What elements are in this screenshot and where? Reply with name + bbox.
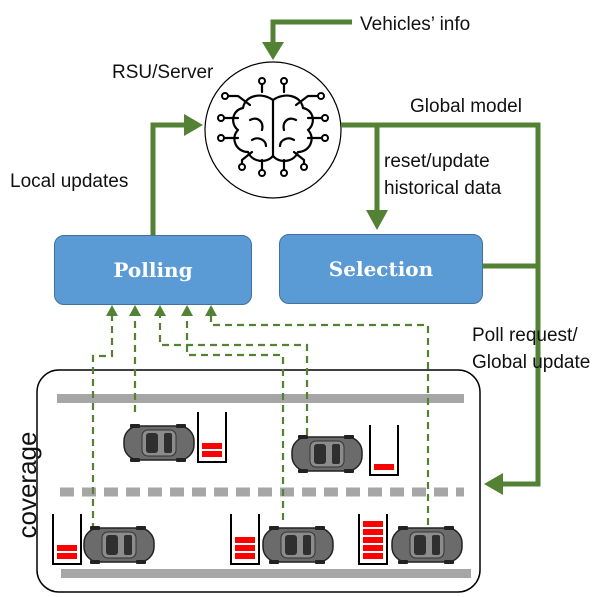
battery-frame	[230, 514, 260, 565]
arrowhead-reset-update	[366, 210, 388, 230]
selection-box: Selection	[279, 234, 483, 304]
road-bottom	[61, 569, 471, 578]
poll-request-line1: Poll request/	[472, 325, 578, 346]
battery-bar	[57, 553, 77, 559]
reset-update-label: reset/update historical data	[384, 148, 501, 202]
battery-frame	[369, 425, 399, 476]
brain-icon	[222, 82, 324, 172]
battery-5	[358, 514, 388, 565]
polling-box-label: Polling	[113, 258, 193, 282]
car-icon-4	[262, 526, 334, 564]
battery-bar	[235, 545, 255, 551]
arrow-vehicles-info	[270, 19, 352, 46]
poll-request-label: Poll request/ Global update	[472, 322, 590, 376]
battery-bar	[363, 545, 383, 551]
poll-request-line2: Global update	[472, 352, 591, 373]
car-icon-5	[391, 526, 463, 564]
car-icon-2	[291, 435, 363, 473]
battery-4	[230, 514, 260, 565]
reset-update-line1: reset/update	[384, 151, 490, 172]
arrowhead-local-updates	[184, 114, 203, 136]
battery-frame	[52, 514, 82, 565]
battery-bar	[374, 464, 394, 470]
battery-bar	[363, 529, 383, 535]
battery-3	[52, 514, 82, 565]
car-icon-1	[123, 424, 195, 462]
battery-bar	[202, 451, 222, 457]
rsu-server-label: RSU/Server	[112, 62, 214, 83]
global-model-label: Global model	[410, 96, 522, 117]
poll-links	[91, 312, 430, 530]
line-global-model	[341, 122, 541, 487]
arrowhead-global-update	[484, 473, 503, 495]
arrow-local-updates	[150, 122, 188, 235]
poll-link-car-5	[209, 312, 430, 525]
battery-frame	[197, 412, 227, 463]
poll-link-arrowheads	[106, 305, 217, 316]
battery-bar	[202, 443, 222, 449]
poll-link-car-3	[158, 312, 309, 435]
poll-link-car-4	[185, 312, 285, 520]
battery-bar	[363, 521, 383, 527]
arrowhead-vehicles-info	[262, 42, 284, 60]
poll-link-car-1	[91, 312, 114, 530]
battery-bar	[235, 537, 255, 543]
vehicles-info-label: Vehicles’ info	[360, 14, 471, 35]
reset-update-line2: historical data	[384, 178, 502, 199]
battery-bar	[57, 545, 77, 551]
coverage-label: coverage	[12, 431, 42, 539]
battery-bar	[363, 553, 383, 559]
battery-bar	[235, 553, 255, 559]
local-updates-label: Local updates	[10, 171, 129, 192]
road-top	[57, 394, 464, 403]
car-icon-3	[83, 526, 155, 564]
battery-1	[197, 412, 227, 463]
selection-box-label: Selection	[328, 257, 434, 281]
battery-bar	[363, 537, 383, 543]
polling-box: Polling	[54, 235, 252, 305]
battery-2	[369, 425, 399, 476]
battery-frame	[358, 514, 388, 565]
brain-icon-nodes	[217, 77, 329, 177]
